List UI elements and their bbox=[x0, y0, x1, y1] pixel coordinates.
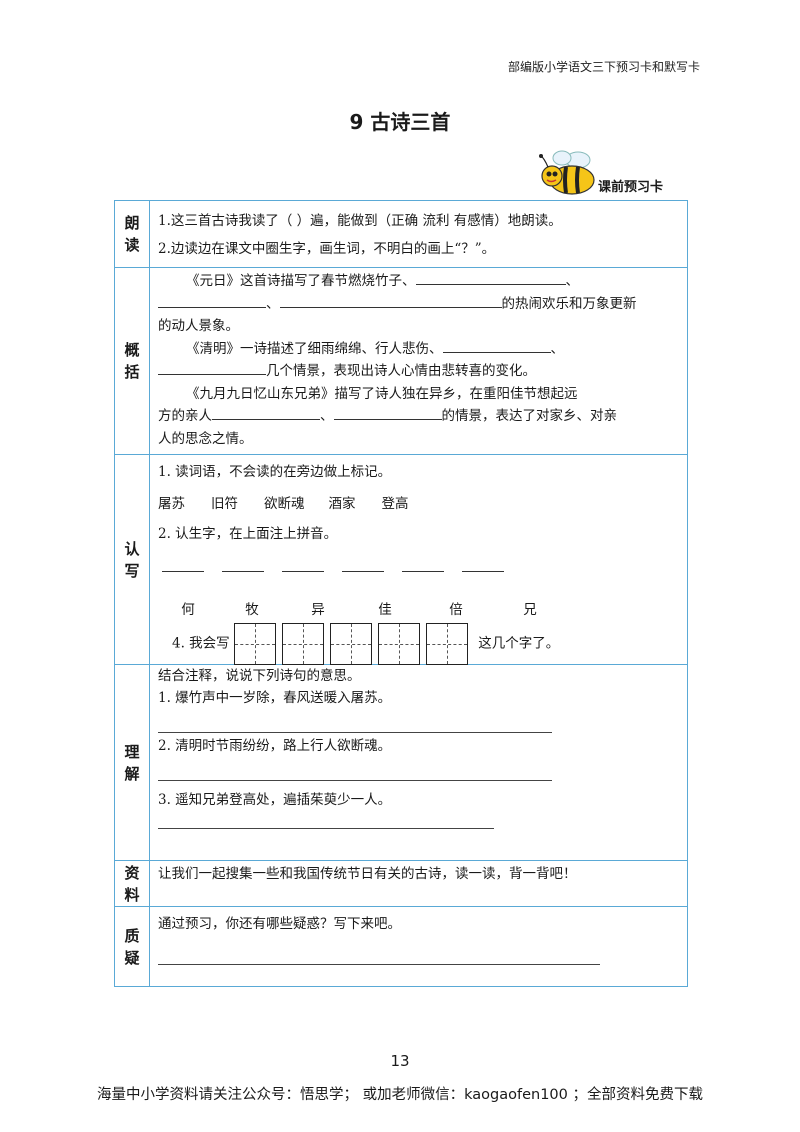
gaikuo-p3a: 《九月九日忆山东兄弟》描写了诗人独在异乡，在重阳佳节想起远 bbox=[186, 385, 578, 402]
gaikuo-p2c: 几个情景，表现出诗人心情由悲转喜的变化。 bbox=[266, 363, 536, 379]
bee-icon bbox=[539, 150, 595, 195]
zhiyi-text: 通过预习，你还有哪些疑惑？写下来吧。 bbox=[158, 916, 401, 932]
fill-blank[interactable] bbox=[415, 270, 566, 285]
gaikuo-p3e: 人的思念之情。 bbox=[158, 430, 253, 447]
section-zhiyi: 质疑 通过预习，你还有哪些疑惑？写下来吧。 bbox=[114, 906, 688, 987]
section-ziliao: 资料 让我们一起搜集一些和我国传统节日有关的古诗，读一读，背一背吧！ bbox=[114, 860, 688, 907]
footer-note: 海量中小学资料请关注公众号：悟思学； 或加老师微信：kaogaofen100 ；… bbox=[97, 1087, 703, 1103]
word-list: 屠苏旧符欲断魂酒家登高 bbox=[158, 496, 409, 512]
series-header: 部编版小学语文三下预习卡和默写卡 bbox=[507, 60, 700, 74]
ziliao-text: 让我们一起搜集一些和我国传统节日有关的古诗，读一读，背一背吧！ bbox=[158, 866, 577, 882]
langdu-line-2: 2.边读边在课文中圈生字，画生词，不明白的画上“？”。 bbox=[158, 241, 496, 257]
answer-line[interactable] bbox=[158, 963, 600, 965]
fill-blank[interactable] bbox=[158, 293, 266, 308]
badge-label: 课前预习卡 bbox=[598, 180, 664, 195]
write-row: 4. 我会写 这几个字了。 bbox=[158, 623, 679, 665]
pinyin-blanks[interactable] bbox=[158, 557, 679, 579]
section-label: 朗读 bbox=[114, 200, 150, 268]
renxie-q2: 2. 认生字，在上面注上拼音。 bbox=[158, 526, 338, 542]
section-lijie: 理解 结合注释，说说下列诗句的意思。 1. 爆竹声中一岁除，春风送暖入屠苏。 2… bbox=[114, 664, 688, 861]
gaikuo-p2a: 《清明》一诗描述了细雨绵绵、行人悲伤、 bbox=[186, 340, 443, 357]
lijie-intro: 结合注释，说说下列诗句的意思。 bbox=[158, 668, 361, 684]
renxie-q4b: 这几个字了。 bbox=[478, 635, 560, 652]
preview-card-badge: 课前预习卡 bbox=[538, 148, 688, 200]
answer-line[interactable] bbox=[158, 731, 552, 733]
section-gaikuo: 概括 《元日》这首诗描写了春节燃烧竹子、、 、的热闹欢乐和万象更新 的动人景象。… bbox=[114, 267, 688, 455]
lijie-q3: 3. 遥知兄弟登高处，遍插茱萸少一人。 bbox=[158, 792, 392, 808]
section-label: 概括 bbox=[114, 267, 150, 455]
section-langdu: 朗读 1.这三首古诗我读了（ ）遍，能做到（正确 流利 有感情）地朗读。 2.边… bbox=[114, 200, 688, 268]
fill-blank[interactable] bbox=[279, 293, 502, 308]
gaikuo-p1d: 的热闹欢乐和万象更新 bbox=[501, 295, 637, 312]
writing-grid-box[interactable] bbox=[377, 623, 420, 665]
fill-blank[interactable] bbox=[212, 405, 320, 420]
writing-grid-box[interactable] bbox=[233, 623, 276, 665]
writing-grid-box[interactable] bbox=[425, 623, 468, 665]
page-title: 9 古诗三首 bbox=[349, 110, 451, 134]
section-label: 资料 bbox=[114, 860, 150, 907]
renxie-q4a: 4. 我会写 bbox=[172, 635, 230, 652]
langdu-line-1: 1.这三首古诗我读了（ ）遍，能做到（正确 流利 有感情）地朗读。 bbox=[158, 213, 562, 229]
section-label: 理解 bbox=[114, 664, 150, 861]
section-label: 认写 bbox=[114, 454, 150, 665]
section-renxie: 认写 1. 读词语，不会读的在旁边做上标记。 屠苏旧符欲断魂酒家登高 2. 认生… bbox=[114, 454, 688, 665]
fill-blank[interactable] bbox=[333, 405, 442, 420]
writing-grid-box[interactable] bbox=[281, 623, 324, 665]
gaikuo-p3d: 的情景，表达了对家乡、对亲 bbox=[441, 408, 618, 424]
lijie-q1: 1. 爆竹声中一岁除，春风送暖入屠苏。 bbox=[158, 690, 392, 706]
gaikuo-p1e: 的动人景象。 bbox=[158, 318, 239, 334]
page-number: 13 bbox=[390, 1052, 410, 1070]
writing-grid-box[interactable] bbox=[329, 623, 372, 665]
gaikuo-p1a: 《元日》这首诗描写了春节燃烧竹子、 bbox=[186, 273, 416, 289]
renxie-q1: 1. 读词语，不会读的在旁边做上标记。 bbox=[158, 464, 392, 480]
fill-blank[interactable] bbox=[442, 338, 551, 353]
fill-blank[interactable] bbox=[158, 360, 266, 375]
preview-card-table: 朗读 1.这三首古诗我读了（ ）遍，能做到（正确 流利 有感情）地朗读。 2.边… bbox=[114, 200, 688, 987]
answer-line[interactable] bbox=[158, 827, 494, 829]
char-list: 何牧异佳倍兄 bbox=[181, 602, 537, 618]
section-label: 质疑 bbox=[114, 906, 150, 987]
answer-line[interactable] bbox=[158, 779, 552, 781]
lijie-q2: 2. 清明时节雨纷纷，路上行人欲断魂。 bbox=[158, 738, 392, 754]
